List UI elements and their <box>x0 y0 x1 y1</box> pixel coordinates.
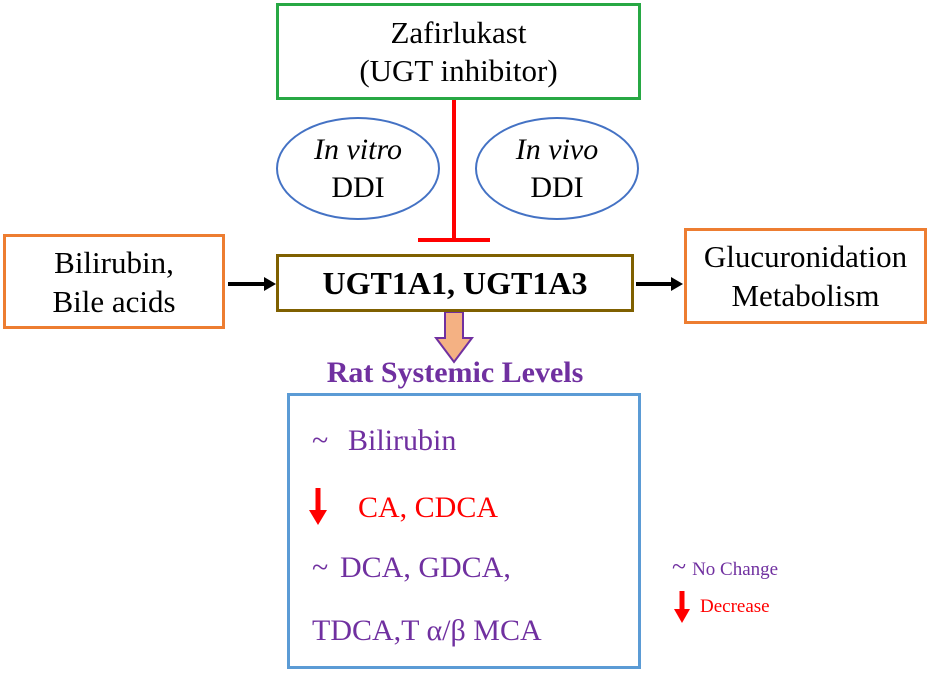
substrate-line2: Bile acids <box>52 283 176 319</box>
levels-box: ~ Bilirubin CA, CDCA ~ DCA, GDCA, TDCA,T α… <box>287 393 641 669</box>
substrate-box: Bilirubin, Bile acids <box>3 234 225 329</box>
ddi-in-vivo-mode: In vivo <box>515 132 599 166</box>
legend-no-change: ~No Change <box>672 552 778 582</box>
level-item-ca-cdca: CA, CDCA <box>358 491 498 525</box>
level-item-bilirubin: ~ Bilirubin <box>312 424 456 458</box>
metabolism-line2: Metabolism <box>731 278 880 313</box>
level-item-tdca: TDCA,T α/β MCA <box>312 614 542 648</box>
level-item-text: DCA, GDCA, <box>340 551 511 584</box>
legend-down-arrow-icon <box>674 591 690 623</box>
no-change-marker: ~ <box>312 551 329 584</box>
enzyme-box: UGT1A1, UGT1A3 <box>276 254 634 312</box>
levels-title: Rat Systemic Levels <box>326 356 584 389</box>
level-item-text: CA, CDCA <box>358 491 499 524</box>
enzyme-label: UGT1A1, UGT1A3 <box>322 264 588 301</box>
inhibitor-role: (UGT inhibitor) <box>359 52 558 88</box>
block-arrow-down <box>434 311 474 364</box>
ddi-in-vitro-ellipse: In vitro DDI <box>276 117 440 220</box>
ddi-in-vivo-label: DDI <box>530 170 584 204</box>
no-change-marker: ~ <box>312 424 329 457</box>
level-item-text: Bilirubin <box>348 424 457 457</box>
arrowhead-substrate <box>264 277 276 291</box>
legend-tilde-symbol: ~ <box>672 552 687 581</box>
level-item-dca-gdca: ~ DCA, GDCA, <box>312 551 511 585</box>
legend-decrease-label: Decrease <box>700 596 770 617</box>
metabolism-box: Glucuronidation Metabolism <box>684 228 927 324</box>
inhibitor-name: Zafirlukast <box>390 14 527 50</box>
ddi-in-vitro-label: DDI <box>331 170 385 204</box>
legend-no-change-label: No Change <box>692 559 779 580</box>
legend-decrease: Decrease <box>700 596 770 618</box>
ddi-in-vitro-mode: In vitro <box>313 132 403 166</box>
ddi-in-vivo-ellipse: In vivo DDI <box>475 117 639 220</box>
metabolism-line1: Glucuronidation <box>703 239 908 274</box>
level-item-text: TDCA,T α/β MCA <box>312 614 542 647</box>
substrate-line1: Bilirubin, <box>54 244 174 280</box>
arrowhead-metabolism <box>671 277 683 291</box>
inhibitor-box: Zafirlukast (UGT inhibitor) <box>276 3 641 100</box>
